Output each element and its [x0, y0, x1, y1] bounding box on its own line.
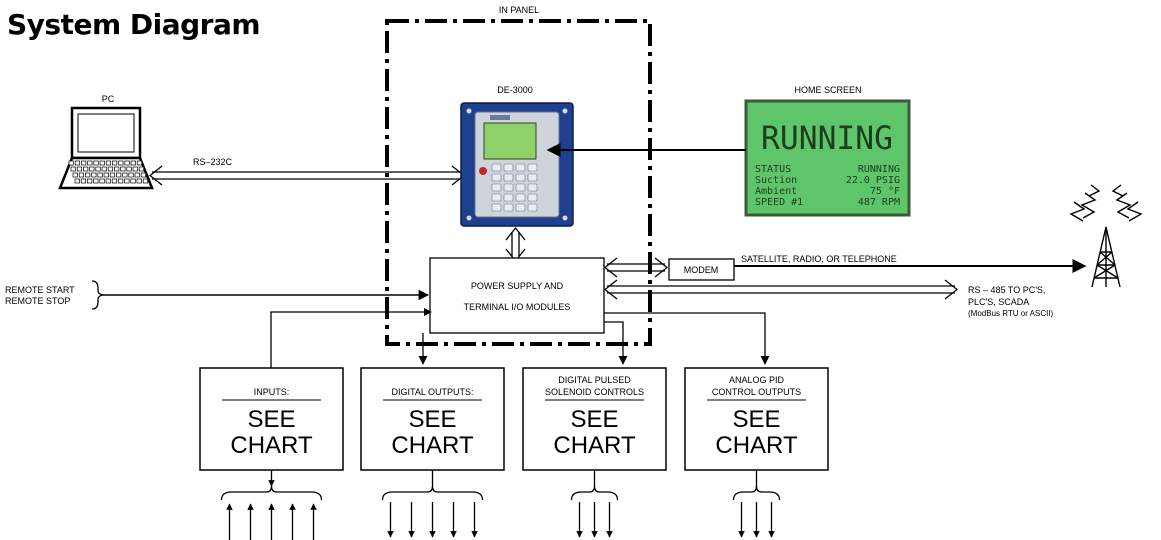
inputs-arrow-head — [424, 308, 432, 316]
rs485-link — [603, 279, 959, 300]
io-box-brace — [220, 485, 323, 501]
io-box-title: ANALOG PID — [729, 375, 785, 385]
modem-label: MODEM — [684, 265, 719, 275]
rs485-label-2: PLC'S, SCADA — [968, 297, 1029, 307]
comm-label: SATELLITE, RADIO, OR TELEPHONE — [741, 254, 897, 264]
lcd-row-2-label: Ambient — [755, 186, 797, 197]
io-box-title-2: SOLENOID CONTROLS — [545, 387, 644, 397]
antenna-tower-icon — [1069, 184, 1143, 288]
rs485-label-1: RS – 485 TO PC'S, — [968, 285, 1045, 295]
io-box-see: SEE — [732, 406, 780, 433]
io-box-title: DIGITAL OUTPUTS: — [391, 387, 473, 397]
io-box-brace — [381, 485, 484, 501]
lcd-row-1-value: 22.0 PSIG — [846, 175, 900, 186]
power-supply-box — [429, 257, 605, 334]
pc-laptop-icon — [58, 106, 154, 190]
io-connections — [270, 311, 770, 368]
io-box-title: INPUTS: — [254, 387, 290, 397]
io-box-brace — [570, 485, 619, 501]
io-box-chart: CHART — [391, 432, 474, 459]
lcd-row-2-value: 75 °F — [870, 186, 900, 197]
lcd-row-0-value: RUNNING — [858, 164, 900, 175]
io-box-see: SEE — [570, 406, 618, 433]
io-box-title-2: CONTROL OUTPUTS — [712, 387, 801, 397]
io-box-title: DIGITAL PULSED — [558, 375, 631, 385]
home-screen-label: HOME SCREEN — [794, 85, 861, 95]
lcd-row-3-value: 487 RPM — [858, 197, 900, 208]
lcd-headline: RUNNING — [761, 119, 893, 157]
device-power-link — [505, 226, 526, 263]
io-box-see: SEE — [408, 406, 456, 433]
lcd-row-3-label: SPEED #1 — [755, 197, 803, 208]
page-title: System Diagram — [7, 8, 261, 41]
pc-label: PC — [102, 94, 115, 104]
remote-stop-label: REMOTE STOP — [5, 296, 70, 306]
modem-link — [603, 257, 669, 278]
lcd-row-1-label: Suction — [755, 175, 797, 186]
de3000-controller — [460, 102, 574, 227]
in-panel-label: IN PANEL — [499, 5, 539, 15]
rs232-label: RS–232C — [193, 157, 233, 167]
power-supply-label-2: TERMINAL I/O MODULES — [464, 302, 571, 312]
modem-box — [668, 258, 735, 281]
io-box-chart: CHART — [553, 432, 636, 459]
lcd-row-0-label: STATUS — [755, 164, 791, 175]
rs485-label-3: (ModBus RTU or ASCII) — [968, 309, 1054, 318]
remote-start-label: REMOTE START — [5, 285, 75, 295]
io-box-chart: CHART — [230, 432, 313, 459]
remote-brace — [91, 280, 104, 310]
rs232-link — [148, 165, 466, 186]
io-box-brace — [732, 485, 781, 501]
device-label: DE-3000 — [497, 85, 533, 95]
io-box-see: SEE — [247, 406, 295, 433]
home-screen-lcd: RUNNING STATUS RUNNING Suction 22.0 PSIG… — [744, 99, 911, 217]
in-panel-boundary — [385, 19, 652, 346]
io-box-chart: CHART — [715, 432, 798, 459]
power-supply-label-1: POWER SUPPLY AND — [471, 281, 564, 291]
